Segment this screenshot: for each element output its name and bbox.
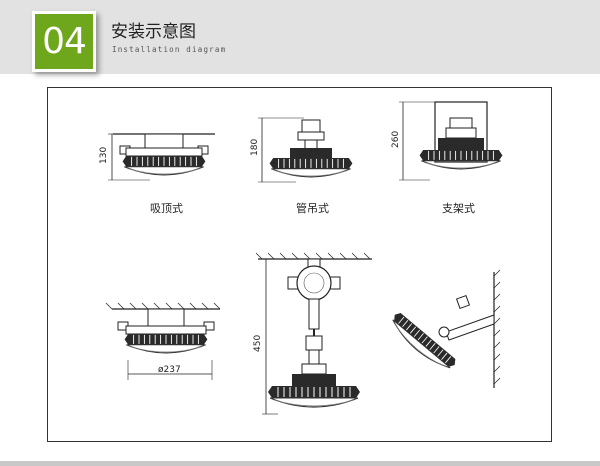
diameter-dim: ø237 xyxy=(158,365,181,375)
diagram-frame xyxy=(47,87,552,442)
pipe-height-dim: 180 xyxy=(250,139,260,156)
bracket-height-dim: 260 xyxy=(391,131,401,148)
ceiling-height-dim: 130 xyxy=(99,147,109,164)
footer-bar xyxy=(0,461,600,466)
section-number-badge: 04 xyxy=(32,11,96,72)
ceiling-diameter-drawing xyxy=(105,302,221,380)
caption-pipe-mount: 管吊式 xyxy=(296,202,329,215)
header-bar: 04 安装示意图 Installation diagram xyxy=(0,0,600,74)
bracket-mount-drawing xyxy=(399,101,503,181)
section-subtitle: Installation diagram xyxy=(112,45,227,54)
wall-bracket-drawing xyxy=(387,269,501,388)
pipe-mount-drawing xyxy=(258,117,353,183)
pendant-drawing xyxy=(255,252,372,415)
pendant-height-dim: 450 xyxy=(253,335,263,352)
caption-bracket-mount: 支架式 xyxy=(442,202,475,215)
section-title: 安装示意图 xyxy=(111,22,196,42)
caption-ceiling-mount: 吸顶式 xyxy=(150,202,183,215)
ceiling-mount-drawing xyxy=(108,133,215,181)
